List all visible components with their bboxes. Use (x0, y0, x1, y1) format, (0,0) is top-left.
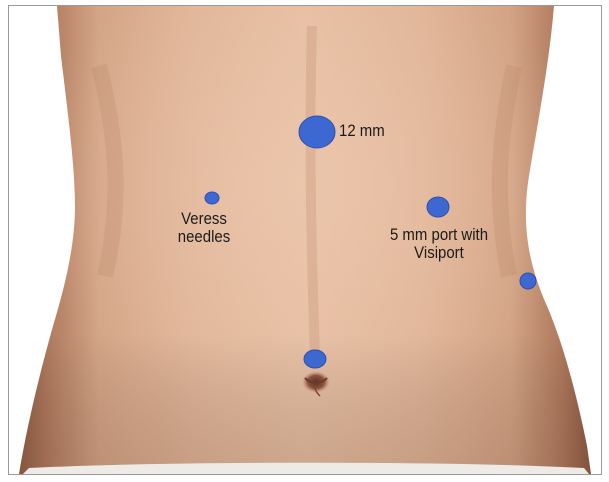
label-veress-needles: Veress needles (171, 210, 236, 246)
port-marker-umbilical (304, 350, 326, 368)
port-marker-lateral (520, 273, 536, 289)
label-5mm-line1: 5 mm port with (381, 226, 497, 244)
figure-panel: 12 mm Veress needles 5 mm port with Visi… (8, 5, 602, 475)
label-5mm-port: 5 mm port with Visiport (381, 226, 497, 262)
port-marker-veress (205, 192, 219, 204)
label-5mm-line2: Visiport (381, 244, 497, 262)
port-marker-12mm (299, 116, 335, 148)
port-marker-5mm (427, 197, 449, 217)
label-12mm-port: 12 mm (339, 122, 385, 140)
label-veress-line2: needles (171, 228, 236, 246)
label-veress-line1: Veress (171, 210, 236, 228)
label-12mm-text: 12 mm (339, 121, 385, 140)
abdomen-photo (9, 6, 601, 474)
